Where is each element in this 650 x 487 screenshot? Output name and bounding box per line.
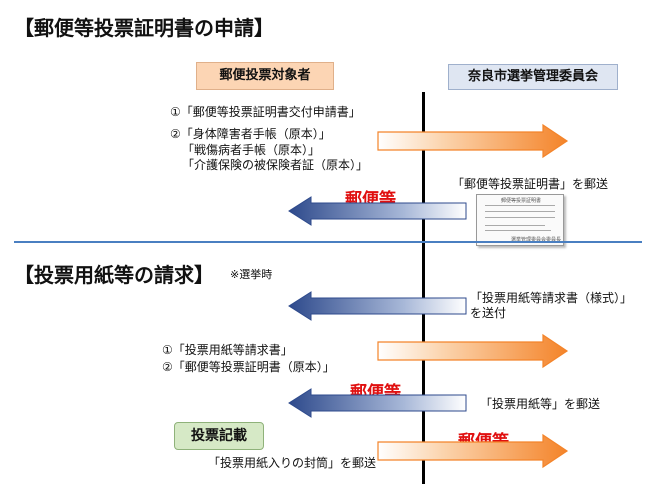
section-title-certificate: 【郵便等投票証明書の申請】 [14, 16, 274, 40]
arrow-application-to-committee [377, 123, 569, 159]
doc-footer: 選挙管理委員会委員長 [511, 237, 562, 243]
arrow-ballots-to-voter [288, 388, 467, 418]
step4-item1: ①「投票用紙等請求書」 [162, 343, 293, 357]
doc-title: 郵便等投票証明書 [501, 198, 542, 204]
section-title-ballot-request: 【投票用紙等の請求】 [14, 263, 214, 287]
step3-text-line2: を送付 [470, 306, 507, 320]
step1-item2-line3: 「介護保険の被保険者証（原本）」 [182, 158, 369, 172]
step1-item2-line1: ②「身体障害者手帳（原本）」 [170, 127, 331, 141]
step6-text: 「投票用紙入りの封筒」を郵送 [208, 456, 377, 470]
center-divider-line [422, 92, 425, 484]
step1-item2-line2: 「戦傷病者手帳（原本）」 [182, 143, 321, 157]
arrow-request-form-to-voter [288, 291, 467, 321]
step5-text: 「投票用紙等」を郵送 [480, 397, 601, 411]
section-divider [14, 241, 642, 243]
election-note: ※選挙時 [230, 268, 273, 281]
step3-text-line1: 「投票用紙等請求書（様式）」 [470, 291, 633, 305]
certificate-document-image: 郵便等投票証明書 選挙管理委員会委員長 [476, 194, 564, 246]
party-right-box: 奈良市選挙管理委員会 [448, 64, 618, 90]
arrow-request-to-committee [377, 333, 569, 369]
party-left-box: 郵便投票対象者 [196, 62, 334, 90]
step2-text: 「郵便等投票証明書」を郵送 [452, 177, 609, 191]
step4-item2: ②「郵便等投票証明書（原本）」 [162, 360, 335, 374]
vote-writing-box: 投票記載 [174, 422, 264, 450]
arrow-certificate-to-voter [288, 196, 467, 226]
step1-item1: ①「郵便等投票証明書交付申請書」 [170, 105, 361, 119]
arrow-ballot-envelope-to-committee [377, 433, 569, 469]
